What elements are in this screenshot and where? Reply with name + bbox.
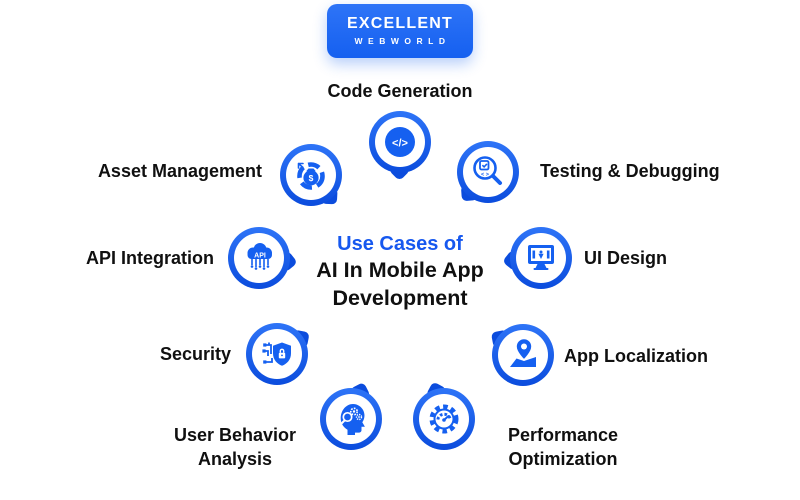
money-cycle-icon: $: [297, 162, 325, 190]
node-performance-optimization: [413, 381, 475, 450]
map-pin-icon: [510, 337, 536, 367]
node-ring: [246, 323, 308, 385]
label-security: Security: [159, 344, 231, 364]
label-code-generation: Code Generation: [327, 81, 473, 101]
node-ring: [492, 324, 554, 386]
node-code-generation: </>: [369, 111, 431, 182]
node-ring: [413, 388, 475, 450]
node-security: [246, 323, 310, 385]
svg-text:API: API: [254, 253, 266, 260]
node-ring: $: [280, 144, 342, 206]
label-api-integration: API Integration: [85, 248, 214, 268]
svg-text:< >: < >: [481, 172, 489, 178]
node-testing-debugging: < >: [457, 141, 519, 203]
api-cloud-icon: API: [247, 243, 272, 270]
node-ui-design: [502, 227, 572, 289]
node-app-localization: [490, 324, 554, 386]
title-line2: AI In Mobile App: [316, 258, 484, 282]
label-testing-debugging: Testing & Debugging: [540, 161, 720, 181]
page-title: Use Cases of AI In Mobile App Developmen…: [316, 231, 484, 312]
node-ring: </>: [369, 111, 431, 173]
label-user-behavior-analysis: User Behavior Analysis: [173, 425, 297, 469]
node-ring: < >: [457, 141, 519, 203]
title-highlight: Use Cases of: [337, 233, 463, 255]
code-icon: </>: [385, 127, 415, 157]
brand-logo: EXCELLENT WEBWORLD: [327, 4, 473, 58]
magnifier-check-icon: < >: [473, 156, 502, 185]
shield-circuit-icon: [262, 342, 291, 366]
label-ui-design: UI Design: [584, 248, 668, 268]
label-performance-optimization: Performance Optimization: [507, 425, 619, 469]
svg-text:$: $: [309, 173, 314, 183]
monitor-design-icon: [528, 245, 554, 270]
label-app-localization: App Localization: [564, 346, 708, 366]
node-user-behavior-analysis: [320, 381, 382, 450]
head-analysis-icon: [340, 404, 365, 435]
brand-subname: WEBWORLD: [354, 36, 451, 46]
node-api-integration: API: [228, 227, 298, 289]
node-ring: API: [228, 227, 290, 289]
gauge-gear-icon: [429, 404, 459, 434]
label-asset-management: Asset Management: [97, 161, 262, 181]
node-ring: [320, 388, 382, 450]
node-ring: [510, 227, 572, 289]
title-line3: Development: [332, 285, 468, 310]
brand-name: EXCELLENT: [347, 15, 453, 32]
svg-text:</>: </>: [392, 138, 408, 150]
node-asset-management: $: [280, 144, 342, 206]
